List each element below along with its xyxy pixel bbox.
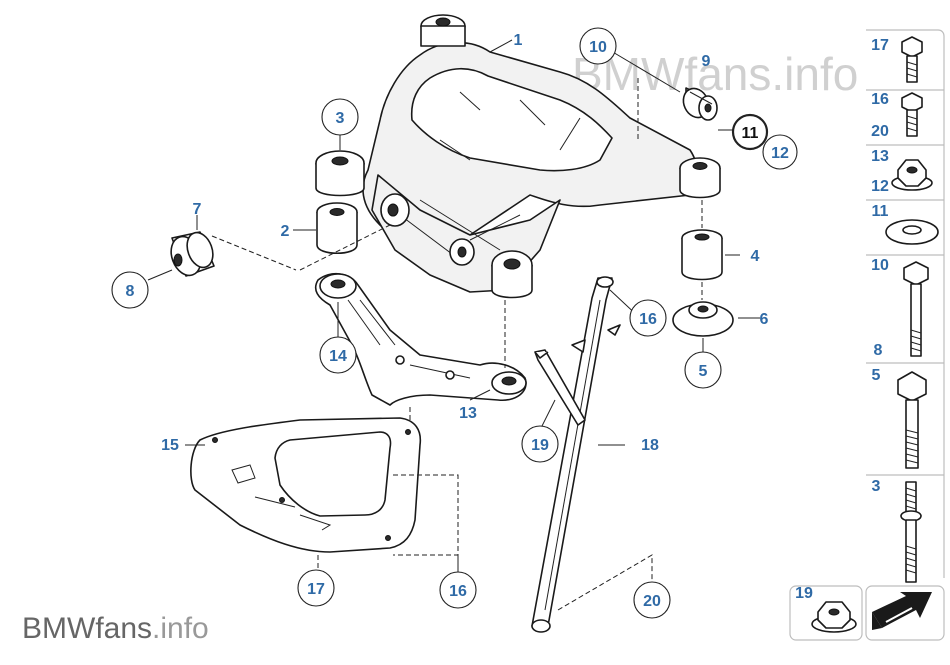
callout-13: 13 xyxy=(459,405,477,422)
sidebar-label-11: 11 xyxy=(872,203,889,220)
fastener-sidebar: 17 16 20 13 12 11 10 8 xyxy=(789,29,945,641)
center-bushing-hole xyxy=(457,246,467,258)
lower-bushing-body xyxy=(491,265,533,299)
bolt-10-icon xyxy=(903,261,929,357)
subframe-top-bushing-hole xyxy=(435,17,451,27)
callout-10-circle xyxy=(579,27,617,65)
sidebar-label-13: 13 xyxy=(871,148,889,165)
leader-lines xyxy=(147,39,760,611)
bracket-19 xyxy=(534,349,586,426)
watermark-tld: .info xyxy=(152,612,209,645)
flange-nut-19-icon xyxy=(811,601,857,633)
rear-axle-subframe xyxy=(315,14,721,299)
mount-bushing-3-body xyxy=(315,163,365,197)
bolt-5-icon xyxy=(897,371,927,469)
callout-16b: 16 xyxy=(449,583,467,600)
callout-1: 1 xyxy=(514,32,523,49)
callout-12-circle xyxy=(762,134,798,170)
callout-4: 4 xyxy=(751,248,760,265)
sidebar-label-3: 3 xyxy=(872,478,881,495)
sidebar-dividers xyxy=(866,89,944,476)
subframe-top-bushing-body xyxy=(420,25,466,47)
sidebar-label-19: 19 xyxy=(795,585,813,602)
watermark-bottom-left: BMWfans.info xyxy=(22,612,209,646)
sidebar-label-12: 12 xyxy=(871,178,889,195)
callout-5: 5 xyxy=(699,363,708,380)
callout-8: 8 xyxy=(126,283,135,300)
bolt-17-icon xyxy=(901,36,923,83)
sidebar-label-5: 5 xyxy=(872,367,881,384)
watermark-brand: BMWfans xyxy=(22,612,153,645)
mount-bushing-3-hole xyxy=(331,156,349,166)
callout-19: 19 xyxy=(531,437,549,454)
nut-13-icon xyxy=(891,159,933,191)
callout-15: 15 xyxy=(161,437,179,454)
callout-10: 10 xyxy=(589,39,607,56)
callout-3-circle xyxy=(321,98,359,136)
washer-11-icon xyxy=(885,219,939,245)
callout-16a-circle xyxy=(629,299,667,337)
stud-3-icon xyxy=(900,481,922,583)
callout-3: 3 xyxy=(336,110,345,127)
underbody-shield-15 xyxy=(190,417,422,553)
callout-12: 12 xyxy=(771,145,789,162)
sidebar-label-8: 8 xyxy=(874,342,883,359)
callout-14: 14 xyxy=(329,348,347,365)
bushing-2-hole xyxy=(329,208,345,216)
callout-19-circle xyxy=(521,425,559,463)
sidebar-label-20: 20 xyxy=(871,123,889,140)
callout-11-circle xyxy=(731,113,769,151)
bushing-2-body xyxy=(316,212,358,255)
bolt-16-icon xyxy=(901,92,923,137)
sidebar-frame-top xyxy=(866,29,945,578)
callout-9: 9 xyxy=(702,53,711,70)
sidebar-label-17: 17 xyxy=(871,37,889,54)
callout-16b-circle xyxy=(439,571,477,609)
callout-5-circle xyxy=(684,351,722,389)
callout-11: 11 xyxy=(742,125,759,142)
callout-6: 6 xyxy=(760,311,769,328)
strut-bar-18 xyxy=(531,276,621,633)
callout-17-circle xyxy=(297,569,335,607)
right-mount-bushing-body xyxy=(679,168,721,199)
rubber-mount-4 xyxy=(681,229,723,281)
direction-arrow-icon xyxy=(872,592,932,630)
bushing-7 xyxy=(170,231,215,277)
sidebar-label-16: 16 xyxy=(871,91,889,108)
subframe-detail-lines xyxy=(439,91,581,161)
callouts: 1 3 2 7 8 10 9 11 12 4 6 5 16 14 13 15 1… xyxy=(111,27,798,619)
callout-2: 2 xyxy=(281,223,290,240)
callout-17: 17 xyxy=(307,581,325,598)
callout-8-circle xyxy=(111,271,149,309)
right-mount-bushing-hole xyxy=(692,162,708,170)
callout-20-circle xyxy=(633,581,671,619)
bushing-9 xyxy=(682,87,718,121)
callout-16a: 16 xyxy=(639,311,657,328)
callout-18: 18 xyxy=(641,437,659,454)
callout-7: 7 xyxy=(193,201,202,218)
callout-20: 20 xyxy=(643,593,661,610)
washer-6 xyxy=(672,301,734,337)
lower-bushing-hole xyxy=(503,258,521,270)
watermark-top-right: BMWfans.info xyxy=(572,48,858,100)
side-bushing-hole xyxy=(387,203,399,217)
sidebar-label-10: 10 xyxy=(871,257,889,274)
callout-14-circle xyxy=(319,336,357,374)
